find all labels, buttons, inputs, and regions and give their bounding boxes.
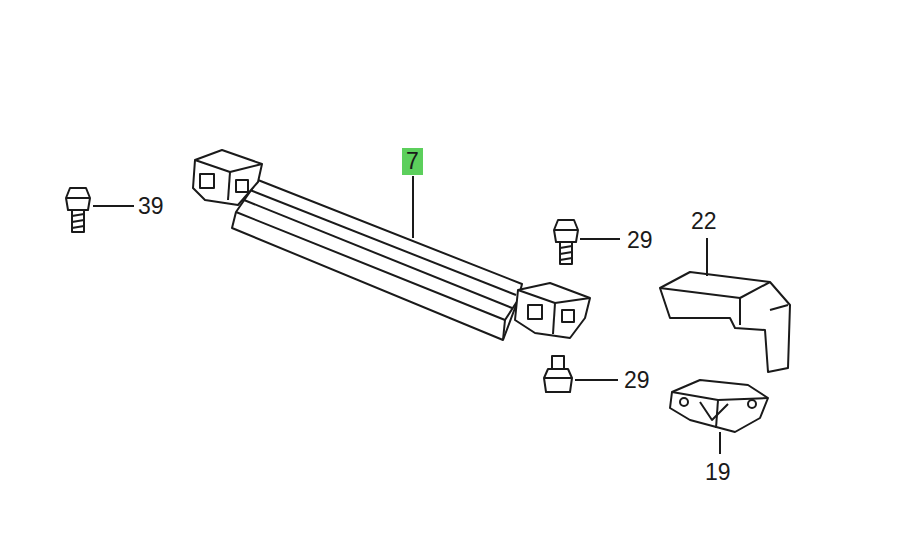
mount-bracket bbox=[670, 380, 768, 454]
callout-number: 22 bbox=[691, 210, 717, 233]
callout-number: 19 bbox=[705, 461, 731, 484]
callout-number: 7 bbox=[406, 150, 419, 173]
callout-number: 29 bbox=[627, 229, 653, 252]
bolt bbox=[544, 356, 618, 392]
cover-bracket bbox=[660, 238, 790, 372]
leader-line bbox=[412, 176, 414, 238]
cross-beam bbox=[193, 150, 590, 340]
highlight-box: 7 bbox=[402, 148, 423, 175]
callout-number: 29 bbox=[624, 369, 650, 392]
callout-number: 39 bbox=[138, 195, 164, 218]
bolt bbox=[66, 188, 134, 232]
bolt bbox=[554, 220, 620, 264]
